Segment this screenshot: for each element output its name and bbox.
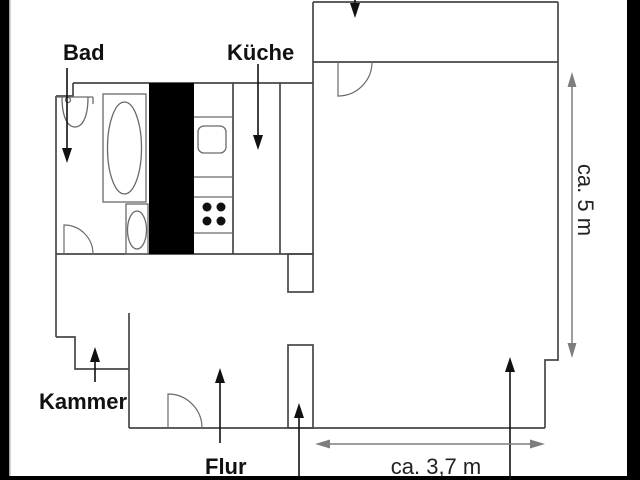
wall-bath-top-left-step — [56, 83, 74, 97]
left-frame-edge — [9, 0, 11, 480]
balcony-door-swing-icon — [337, 61, 373, 97]
room-label-bad: Bad — [63, 40, 105, 65]
shaft-block — [149, 83, 194, 254]
wall-kammer-bottom-step — [56, 336, 129, 370]
dimension-label-horizontal: ca. 3,7 m — [391, 454, 481, 479]
flur-arrowhead-icon — [215, 368, 225, 383]
bad-arrowhead-icon — [62, 148, 72, 163]
entrance-arrowhead-icon — [294, 403, 304, 418]
stove-burner — [216, 202, 226, 212]
bathtub-icon — [106, 101, 143, 195]
horizontal-dimension-arrowhead-left-icon — [315, 439, 330, 449]
washbasin-tap-icon — [64, 96, 72, 104]
stove-burner — [202, 202, 212, 212]
stove-burner — [216, 216, 226, 226]
dimension-label-vertical: ca. 5 m — [573, 164, 598, 236]
kitchen-fixtures — [194, 116, 233, 234]
main-room-arrowhead-icon — [505, 357, 515, 372]
horizontal-dimension-arrowhead-right-icon — [530, 439, 545, 449]
room-label-kueche: Küche — [227, 40, 294, 65]
kammer-arrowhead-icon — [90, 347, 100, 362]
vertical-dimension-arrowhead-top-icon — [567, 72, 577, 87]
bathroom-door-swing-icon — [63, 224, 94, 255]
washbasin-bowl-icon — [61, 96, 89, 128]
wall-right-exterior — [544, 2, 559, 428]
kitchen-counter-dividers — [194, 116, 233, 234]
room-label-kammer: Kammer — [39, 389, 127, 414]
flur-door-swing-icon — [167, 393, 203, 429]
vertical-dimension-arrowhead-bottom-icon — [567, 343, 577, 358]
balcony-arrowhead-icon — [350, 3, 360, 18]
bottom-frame-bar — [0, 476, 640, 480]
wall-pier-upper — [287, 253, 314, 293]
kitchen-sink-icon — [197, 125, 227, 154]
room-label-flur: Flur — [205, 454, 247, 479]
right-frame-bar — [627, 0, 640, 480]
left-frame-bar — [0, 0, 9, 480]
stove-burners-icon — [202, 202, 226, 226]
bathroom-fixtures — [56, 93, 149, 255]
kueche-arrowhead-icon — [253, 135, 263, 150]
dimension-arrows — [315, 72, 577, 449]
toilet-cistern — [125, 203, 149, 255]
bathtub-enclosure — [102, 93, 147, 203]
wall-pier-lower — [287, 344, 314, 429]
label-arrows — [62, 0, 515, 480]
toilet-bowl-icon — [126, 210, 148, 250]
stove-burner — [202, 216, 212, 226]
